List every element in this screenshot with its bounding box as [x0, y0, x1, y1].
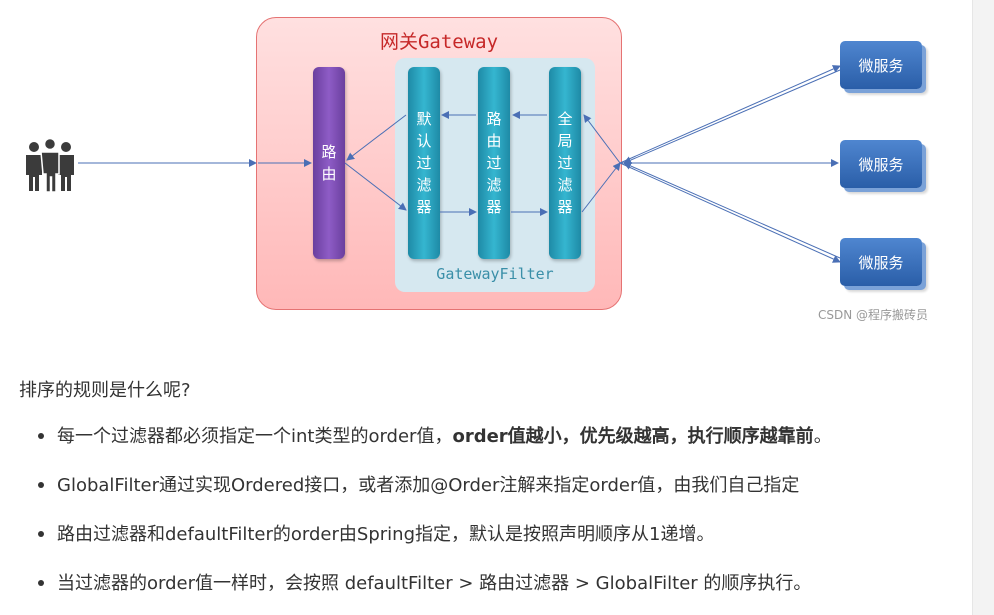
- flow-arrows: [78, 65, 841, 263]
- list-item: 当过滤器的order值一样时，会按照 defaultFilter > 路由过滤器…: [0, 559, 960, 608]
- route-filter-char: 过: [486, 154, 502, 172]
- global-filter-char: 局: [557, 132, 573, 150]
- arrow-to-service-3: [619, 162, 841, 263]
- default-filter-char: 器: [416, 198, 432, 216]
- watermark: CSDN @程序搬砖员: [818, 308, 929, 322]
- global-filter-char: 滤: [557, 176, 573, 194]
- list-item: GlobalFilter通过实现Ordered接口，或者添加@Order注解来指…: [0, 461, 960, 510]
- global-filter-bar: 全 局 过 滤 器: [549, 67, 581, 259]
- arrow-back-to-global: [583, 114, 621, 164]
- gateway-diagram: 网关Gateway GatewayFilter 路 由 默 认 过 滤 器 路 …: [26, 17, 929, 322]
- arrow-route-to-default: [344, 162, 407, 211]
- list-item: 路由过滤器和defaultFilter的order由Spring指定，默认是按照…: [0, 510, 960, 559]
- vertical-scrollbar[interactable]: [972, 0, 994, 615]
- microservice-box: 微服务: [840, 41, 922, 89]
- arrow-default-to-route: [346, 114, 407, 161]
- arrow-service-3-back: [623, 162, 841, 259]
- section-question: 排序的规则是什么呢?: [19, 380, 191, 401]
- global-filter-char: 器: [557, 198, 573, 216]
- route-bar: 路 由: [313, 67, 345, 259]
- default-filter-char: 滤: [416, 176, 432, 194]
- default-filter-char: 默: [416, 110, 432, 128]
- default-filter-bar: 默 认 过 滤 器: [408, 67, 440, 259]
- route-bar-char: 路: [321, 143, 337, 161]
- route-filter-char: 由: [486, 132, 502, 150]
- global-filter-char: 过: [557, 154, 573, 172]
- arrow-service-1-back: [623, 69, 841, 164]
- default-filter-char: 认: [416, 132, 432, 150]
- rules-list: 每一个过滤器都必须指定一个int类型的order值，order值越小，优先级越高…: [0, 412, 960, 608]
- gateway-filter-label: GatewayFilter: [436, 265, 554, 283]
- route-filter-char: 器: [486, 198, 502, 216]
- users-icon: [26, 138, 74, 193]
- default-filter-char: 过: [416, 154, 432, 172]
- route-filter-char: 滤: [486, 176, 502, 194]
- gateway-title: 网关Gateway: [379, 31, 499, 53]
- arrow-to-service-1: [619, 65, 841, 164]
- route-filter-bar: 路 由 过 滤 器: [478, 67, 510, 259]
- arrow-global-to-services: [581, 162, 621, 213]
- list-item: 每一个过滤器都必须指定一个int类型的order值，order值越小，优先级越高…: [0, 412, 960, 461]
- route-bar-char: 由: [321, 165, 337, 183]
- microservice-box: 微服务: [840, 238, 922, 286]
- microservice-box: 微服务: [840, 140, 922, 188]
- route-filter-char: 路: [486, 110, 502, 128]
- global-filter-char: 全: [557, 110, 573, 128]
